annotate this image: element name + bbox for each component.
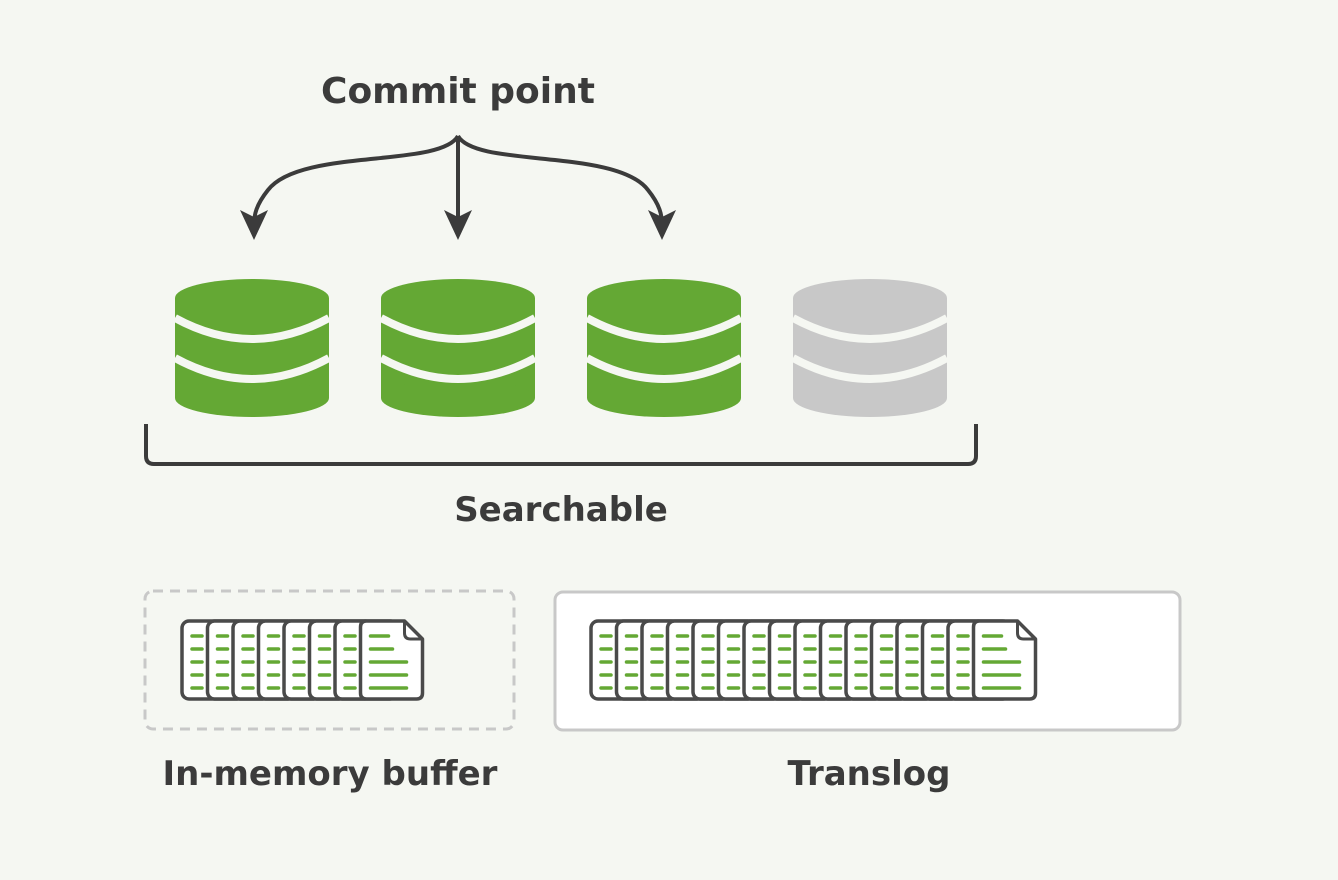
arrowhead-icon	[648, 210, 676, 240]
segment-4-icon	[791, 279, 949, 417]
translog-label: Translog	[788, 754, 951, 794]
commit-point-label: Commit point	[321, 71, 595, 112]
segments	[173, 279, 949, 417]
segment-1-icon	[173, 279, 331, 417]
in-memory-buffer-label: In-memory buffer	[163, 754, 498, 794]
searchable-bracket	[144, 424, 978, 466]
segment-2-icon	[379, 279, 537, 417]
in-memory-buffer-box	[143, 589, 516, 731]
searchable-label: Searchable	[454, 490, 668, 530]
arrow-to-segment-3	[456, 134, 664, 226]
arrowheads	[240, 210, 676, 240]
translog-documents	[589, 619, 1038, 701]
arrowhead-icon	[240, 210, 268, 240]
commit-arrows	[252, 134, 664, 226]
document-icon-front	[971, 619, 1038, 701]
arrowhead-icon	[444, 210, 472, 240]
segment-3-icon	[585, 279, 743, 417]
arrow-to-segment-1	[252, 134, 460, 226]
document-icon-front	[358, 619, 425, 701]
buffer-documents	[180, 619, 425, 701]
